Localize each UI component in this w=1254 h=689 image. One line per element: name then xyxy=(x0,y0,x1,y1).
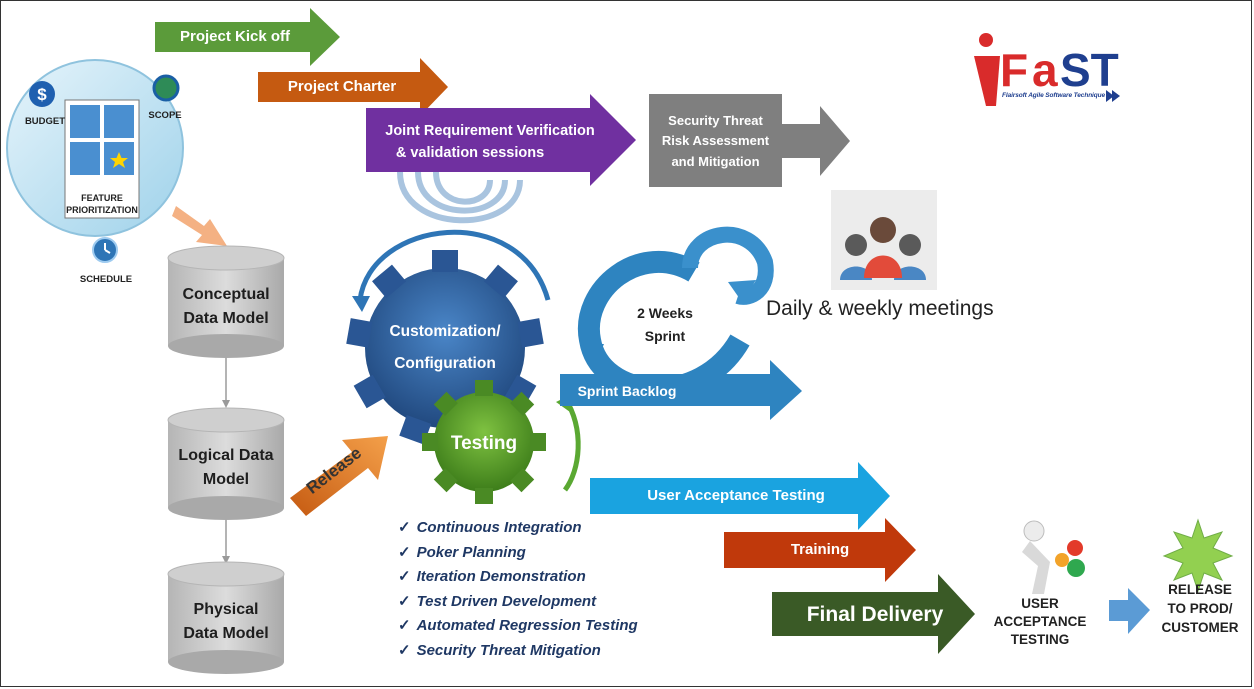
check-icon: ✓ xyxy=(398,568,411,585)
sprint-cycle xyxy=(560,214,804,420)
charter-label: Project Charter xyxy=(287,78,397,95)
jrv-arrow xyxy=(366,94,636,186)
star-icon xyxy=(110,152,128,168)
physical-label-1: Physical xyxy=(193,601,259,618)
training-arrow xyxy=(724,518,916,582)
schedule-label: SCHEDULE xyxy=(79,274,133,285)
release-arrow xyxy=(290,436,388,516)
conceptual-label-2: Data Model xyxy=(183,310,269,327)
kickoff-label: Project Kick off xyxy=(179,28,291,45)
physical-label-2: Data Model xyxy=(183,625,269,642)
svg-text:ST: ST xyxy=(1060,44,1119,96)
jrv-label-1: Joint Requirement Verification xyxy=(385,123,595,139)
release-end-label-3: CUSTOMER xyxy=(1161,620,1239,635)
jrv-label-2: & validation sessions xyxy=(395,145,545,161)
circle-to-model-arrow xyxy=(172,206,227,246)
globe-icon xyxy=(152,74,180,102)
dollar-icon xyxy=(29,81,55,107)
uat-arrow-label: User Acceptance Testing xyxy=(647,487,825,504)
conceptual-label-1: Conceptual xyxy=(182,286,270,303)
security-arrow-head xyxy=(782,106,850,176)
uat-figure-icon xyxy=(1022,520,1085,594)
sprint-label-1: 2 Weeks xyxy=(637,305,693,321)
fast-logo: F a ST xyxy=(974,33,1120,106)
customization-label-2: Configuration xyxy=(394,355,496,372)
practice-item: ✓Poker Planning xyxy=(398,543,526,561)
svg-text:a: a xyxy=(1032,44,1058,96)
conceptual-cylinder xyxy=(167,245,285,358)
logical-label-2: Model xyxy=(202,471,250,488)
check-icon: ✓ xyxy=(398,641,411,659)
sprint-label-2: Sprint xyxy=(644,328,686,344)
uat-arrow xyxy=(590,462,890,530)
logical-cylinder xyxy=(167,407,285,520)
practice-item: ✓Automated Regression Testing xyxy=(398,617,638,634)
testing-gear xyxy=(422,380,546,504)
uat-end-label-2: ACCEPTANCE xyxy=(993,614,1087,629)
fast-logo-tagline: Flairsoft Agile Software Technique xyxy=(1002,92,1106,99)
security-label-3: and Mitigation xyxy=(671,154,760,169)
feature-label: FEATURE PRIORITIZATION xyxy=(66,193,138,215)
budget-label: BUDGET xyxy=(24,116,66,127)
security-box xyxy=(649,94,782,187)
release-end-label-2: TO PROD/ xyxy=(1167,601,1233,616)
jrv-loop-arrows xyxy=(397,171,523,224)
scope-label: SCOPE xyxy=(148,110,182,121)
sprint-backlog-label: Sprint Backlog xyxy=(577,383,677,399)
uat-end-label-3: TESTING xyxy=(1010,632,1070,647)
check-icon: ✓ xyxy=(398,519,411,536)
check-icon: ✓ xyxy=(398,592,411,610)
security-label-2: Risk Assessment xyxy=(661,133,770,148)
practice-item: ✓Continuous Integration xyxy=(398,519,582,536)
release-burst-icon xyxy=(1162,518,1234,593)
security-label-1: Security Threat xyxy=(668,113,763,128)
check-icon: ✓ xyxy=(398,617,411,634)
sprint-backlog-arrow xyxy=(560,360,802,420)
final-delivery-label: Final Delivery xyxy=(806,603,944,626)
customization-label-1: Customization/ xyxy=(389,323,501,340)
svg-text:F: F xyxy=(1000,44,1028,96)
practice-item: ✓Security Threat Mitigation xyxy=(398,641,601,659)
svg-text:$: $ xyxy=(37,85,47,104)
uat-end-label-1: USER xyxy=(1021,596,1059,611)
testing-cycle-arrow xyxy=(562,396,581,492)
gear-cycle-arrow xyxy=(357,229,551,301)
release-end-label-1: RELEASE xyxy=(1168,582,1232,597)
practice-item: ✓Iteration Demonstration xyxy=(398,568,586,585)
meetings-label: Daily & weekly meetings xyxy=(766,297,994,320)
practice-list: ✓Continuous Integration ✓Poker Planning … xyxy=(398,518,638,665)
charter-arrow xyxy=(258,58,448,116)
kickoff-arrow xyxy=(155,8,340,66)
logical-label-1: Logical Data xyxy=(178,447,274,464)
testing-label: Testing xyxy=(450,433,518,454)
physical-cylinder xyxy=(167,561,285,674)
uat-to-release-arrow xyxy=(1109,588,1150,634)
training-label: Training xyxy=(790,541,850,558)
final-delivery-arrow xyxy=(772,574,975,654)
practice-item: ✓Test Driven Development xyxy=(398,592,597,610)
check-icon: ✓ xyxy=(398,543,411,561)
